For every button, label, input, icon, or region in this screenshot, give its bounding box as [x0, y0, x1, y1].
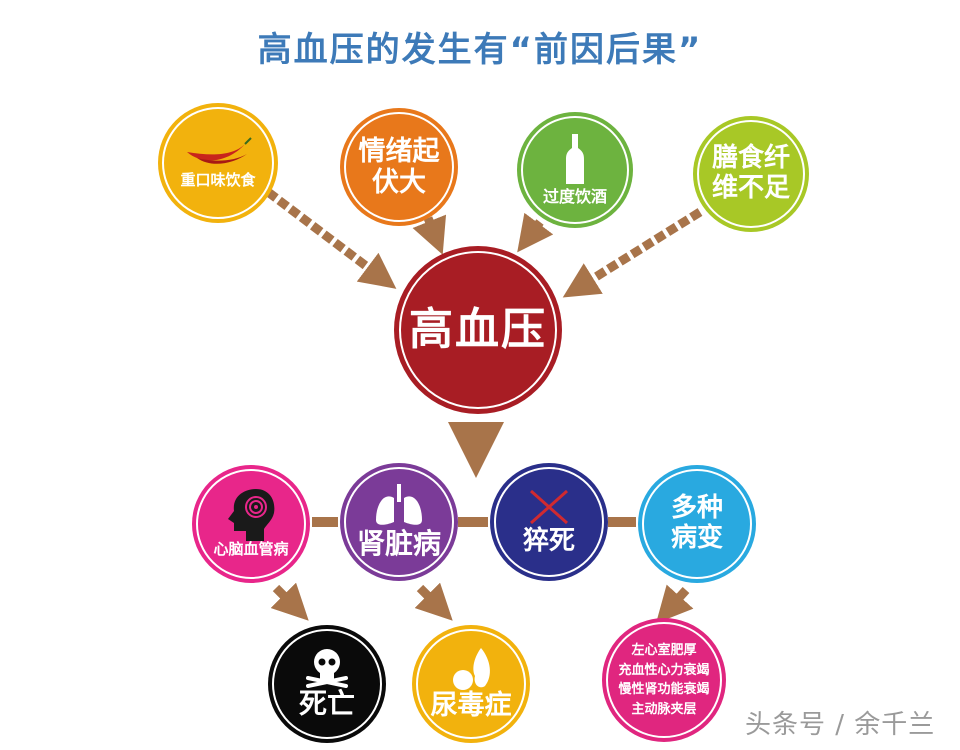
- kidney-icon: [453, 648, 490, 691]
- bottle-icon: [566, 133, 584, 184]
- consequence-label-line1: 多种: [670, 493, 723, 524]
- hypertension-label: 高血压: [409, 303, 547, 355]
- cross-x-icon: [530, 489, 568, 525]
- consequence-node-kidney: 肾脏病: [340, 463, 458, 581]
- consequence-node-cardio: 心脑血管病: [192, 465, 310, 583]
- cause-node-mood: 情绪起 伏大: [340, 108, 458, 226]
- cause-label-line2: 维不足: [711, 173, 790, 203]
- details-line: 慢性肾功能衰竭: [618, 682, 710, 697]
- arrow-alcohol-to-hypertension: [517, 212, 554, 253]
- consequence-node-sudden-death: 猝死: [490, 463, 608, 581]
- outcome-node-uremia: 尿毒症: [412, 625, 530, 743]
- outcome-node-death: 死亡: [268, 625, 386, 743]
- watermark: 头条号 / 余千兰: [745, 710, 936, 740]
- cause-label-line2: 伏大: [372, 167, 426, 198]
- arrow-to-death: [270, 582, 309, 621]
- consequence-node-multiple: 多种 病变: [638, 465, 756, 583]
- details-line: 左心室肥厚: [631, 643, 697, 658]
- hypertension-node: 高血压: [394, 246, 562, 414]
- outcome-label: 尿毒症: [430, 690, 512, 722]
- cause-node-fiber: 膳食纤 维不足: [693, 116, 809, 232]
- arrow-to-uremia: [414, 582, 453, 621]
- cause-label: 过度饮酒: [542, 186, 607, 206]
- arrow-fiber-to-hypertension: [562, 208, 703, 298]
- consequence-label: 心脑血管病: [213, 540, 289, 559]
- arrow-diet-to-hypertension: [265, 188, 397, 289]
- cause-label-line1: 情绪起: [358, 135, 440, 167]
- lungs-icon: [376, 483, 422, 525]
- cause-node-alcohol: 过度饮酒: [517, 112, 633, 228]
- cause-label: 重口味饮食: [180, 171, 256, 190]
- arrow-mood-to-hypertension: [412, 214, 447, 255]
- outcome-node-details: 左心室肥厚 充血性心力衰竭 慢性肾功能衰竭 主动脉夹层: [602, 618, 726, 742]
- consequence-label-line2: 病变: [670, 523, 723, 553]
- head-spiral-icon: [228, 489, 275, 542]
- chili-pepper-icon: [187, 137, 252, 165]
- outcome-label: 死亡: [298, 686, 355, 720]
- cause-node-diet: 重口味饮食: [158, 103, 278, 223]
- arrow-to-details: [655, 584, 694, 624]
- details-line: 主动脉夹层: [631, 701, 697, 717]
- consequence-label: 猝死: [522, 526, 575, 557]
- cause-label-line1: 膳食纤: [711, 143, 790, 174]
- diagram-title: 高血压的发生有“前因后果”: [257, 30, 703, 70]
- details-line: 充血性心力衰竭: [618, 662, 710, 678]
- skull-crossbones-icon: [306, 648, 348, 688]
- consequence-label: 肾脏病: [356, 526, 441, 560]
